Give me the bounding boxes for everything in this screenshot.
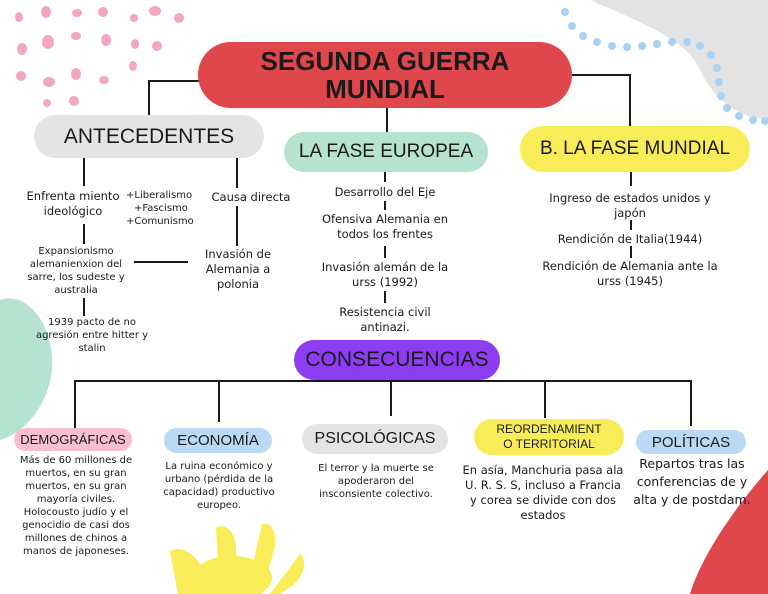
- economia-label: ECONOMÍA: [177, 432, 259, 449]
- consecuencias-label: CONSECUENCIAS: [305, 348, 489, 371]
- psicologicas-text: El terror y la muerte se apoderaron del …: [318, 463, 434, 500]
- connector-mundial-2: [630, 246, 632, 258]
- page-title: SEGUNDA GUERRA MUNDIAL: [260, 46, 510, 104]
- economia-text: La ruina económico y urbano (pérdida de …: [163, 461, 275, 511]
- gray-blob-decoration: [590, 0, 768, 119]
- pacto-text: 1939 pacto de no agresión entre hitter y…: [35, 317, 149, 354]
- connector-antecedentes-left: [83, 158, 85, 186]
- mundial-item: Ingreso de estados unidos y japón: [549, 191, 711, 220]
- reordenamiento-label: REORDENAMIENT O TERRITORIAL: [496, 422, 602, 451]
- demograficas-text: Más de 60 millones de muertos, en su gra…: [19, 455, 133, 557]
- ideologia-item: +Comunismo: [126, 216, 194, 227]
- demograficas-pill: DEMOGRÁFICAS: [14, 428, 132, 451]
- antecedentes-label: ANTECEDENTES: [63, 124, 235, 148]
- expansionismo-text: Expansionismo alemanienxion del sarre, l…: [27, 246, 125, 296]
- connector-fase-europea: [384, 172, 386, 182]
- antecedentes-pill: ANTECEDENTES: [34, 115, 264, 158]
- politicas-label: POLÍTICAS: [651, 433, 731, 451]
- ideologia-item: +Liberalismo: [126, 190, 193, 201]
- europea-item: Resistencia civil antinazi.: [339, 305, 431, 334]
- connector-economia: [218, 380, 220, 422]
- fase-mundial-label: B. LA FASE MUNDIAL: [539, 138, 731, 159]
- connector-title-left: [148, 80, 200, 82]
- reordenamiento-text: En asía, Manchuria pasa ala U. R. S. S, …: [462, 463, 624, 522]
- economia-pill: ECONOMÍA: [164, 428, 272, 453]
- connector-antecedentes-right: [236, 158, 238, 188]
- connector-title-left-drop: [148, 80, 150, 116]
- consecuencias-pill: CONSECUENCIAS: [294, 340, 500, 380]
- politicas-text: Repartos tras las conferencias de y alta…: [633, 456, 751, 507]
- connector-europea-3: [384, 291, 386, 303]
- connector-expansionismo-invasion: [134, 261, 188, 263]
- connector-fase-mundial: [630, 172, 632, 186]
- connector-politicas: [690, 380, 692, 426]
- mundial-item: Rendición de Alemania ante la urss (1945…: [542, 259, 718, 288]
- connector-europea-1: [384, 201, 386, 210]
- title-pill: SEGUNDA GUERRA MUNDIAL: [198, 42, 572, 108]
- blue-dots-decoration: [561, 8, 768, 125]
- invasion-polonia-text: Invasión de Alemania a polonia: [204, 247, 272, 291]
- reordenamiento-pill: REORDENAMIENT O TERRITORIAL: [474, 419, 624, 455]
- yellow-rays-decoration: [170, 523, 305, 594]
- europea-item: Ofensiva Alemania en todos los frentes: [321, 212, 449, 241]
- fase-mundial-pill: B. LA FASE MUNDIAL: [520, 126, 750, 172]
- mundial-item: Rendición de Italia(1944): [557, 232, 703, 246]
- europea-item: Invasión alemán de la urss (1992): [321, 260, 449, 289]
- mint-blob-decoration: [0, 298, 53, 440]
- red-blob-decoration: [690, 470, 768, 594]
- connector-title-center: [386, 106, 388, 132]
- ideologias-list: +Liberalismo +Fascismo +Comunismo: [126, 189, 200, 228]
- connector-causa-invasion: [236, 206, 238, 246]
- psicologicas-label: PSICOLÓGICAS: [314, 430, 436, 447]
- connector-title-right: [572, 74, 630, 76]
- connector-demograficas: [74, 380, 76, 430]
- fase-europea-pill: LA FASE EUROPEA: [284, 132, 488, 172]
- demograficas-label: DEMOGRÁFICAS: [20, 432, 126, 447]
- europea-item: Desarrollo del Eje: [334, 185, 436, 199]
- politicas-pill: POLÍTICAS: [636, 430, 746, 454]
- fase-europea-label: LA FASE EUROPEA: [298, 141, 474, 162]
- connector-europea-2: [384, 246, 386, 258]
- connector-title-right-drop: [629, 74, 631, 126]
- connector-psicologicas: [390, 380, 392, 416]
- connector-mundial-1: [630, 220, 632, 230]
- pink-dots-decoration: [15, 6, 184, 107]
- connector-expansionismo-pacto: [83, 298, 85, 316]
- ideologia-item: +Fascismo: [134, 203, 188, 214]
- connector-consecuencias-bar: [74, 380, 692, 382]
- psicologicas-pill: PSICOLÓGICAS: [302, 424, 448, 454]
- enfrentamiento-text: Enfrenta miento ideológico: [26, 189, 120, 218]
- connector-reordenamiento: [544, 380, 546, 418]
- connector-ideologico-expansionismo: [83, 224, 85, 244]
- causa-directa-text: Causa directa: [211, 190, 291, 204]
